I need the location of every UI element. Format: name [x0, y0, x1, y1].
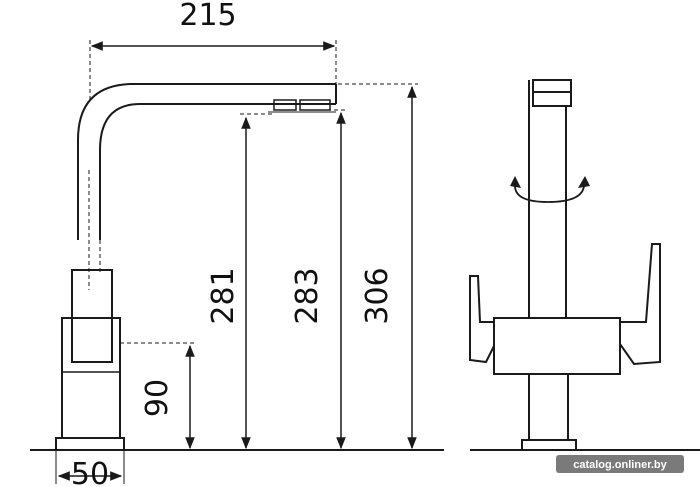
spout-aerator-front	[532, 91, 572, 107]
faucet-body-upper	[71, 269, 113, 363]
dimension-height-overall: 306	[338, 83, 418, 450]
aerator-left	[273, 99, 297, 111]
dimension-width-total: 215	[89, 0, 337, 100]
faucet-front-view	[469, 79, 661, 451]
dimension-label-306: 306	[360, 267, 395, 324]
faucet-handle-body	[493, 317, 621, 375]
aerator-right	[299, 99, 331, 111]
dimension-label-215: 215	[179, 0, 236, 33]
spout-outer-edge	[77, 83, 336, 240]
dimension-height-lever: 90	[120, 342, 196, 450]
dimension-base-diameter: 50	[55, 450, 125, 487]
spout-inner-edge	[99, 103, 336, 240]
dimension-label-90: 90	[140, 379, 175, 417]
faucet-side-view	[55, 83, 337, 451]
spout-top-cap	[532, 79, 572, 93]
lever-right	[619, 243, 661, 366]
dimension-height-281: 281	[206, 113, 272, 450]
rotation-arrow	[514, 185, 585, 203]
dimension-label-281: 281	[206, 267, 241, 324]
dimension-height-283: 283	[290, 109, 346, 450]
dimension-label-50: 50	[71, 457, 109, 487]
lever-left	[469, 275, 495, 364]
watermark-bg	[556, 455, 684, 473]
watermark: catalog.onliner.by	[556, 455, 684, 473]
watermark-text: catalog.onliner.by	[573, 459, 667, 471]
faucet-base	[55, 437, 125, 451]
faucet-base-front	[521, 439, 577, 451]
dimension-label-283: 283	[290, 267, 325, 324]
